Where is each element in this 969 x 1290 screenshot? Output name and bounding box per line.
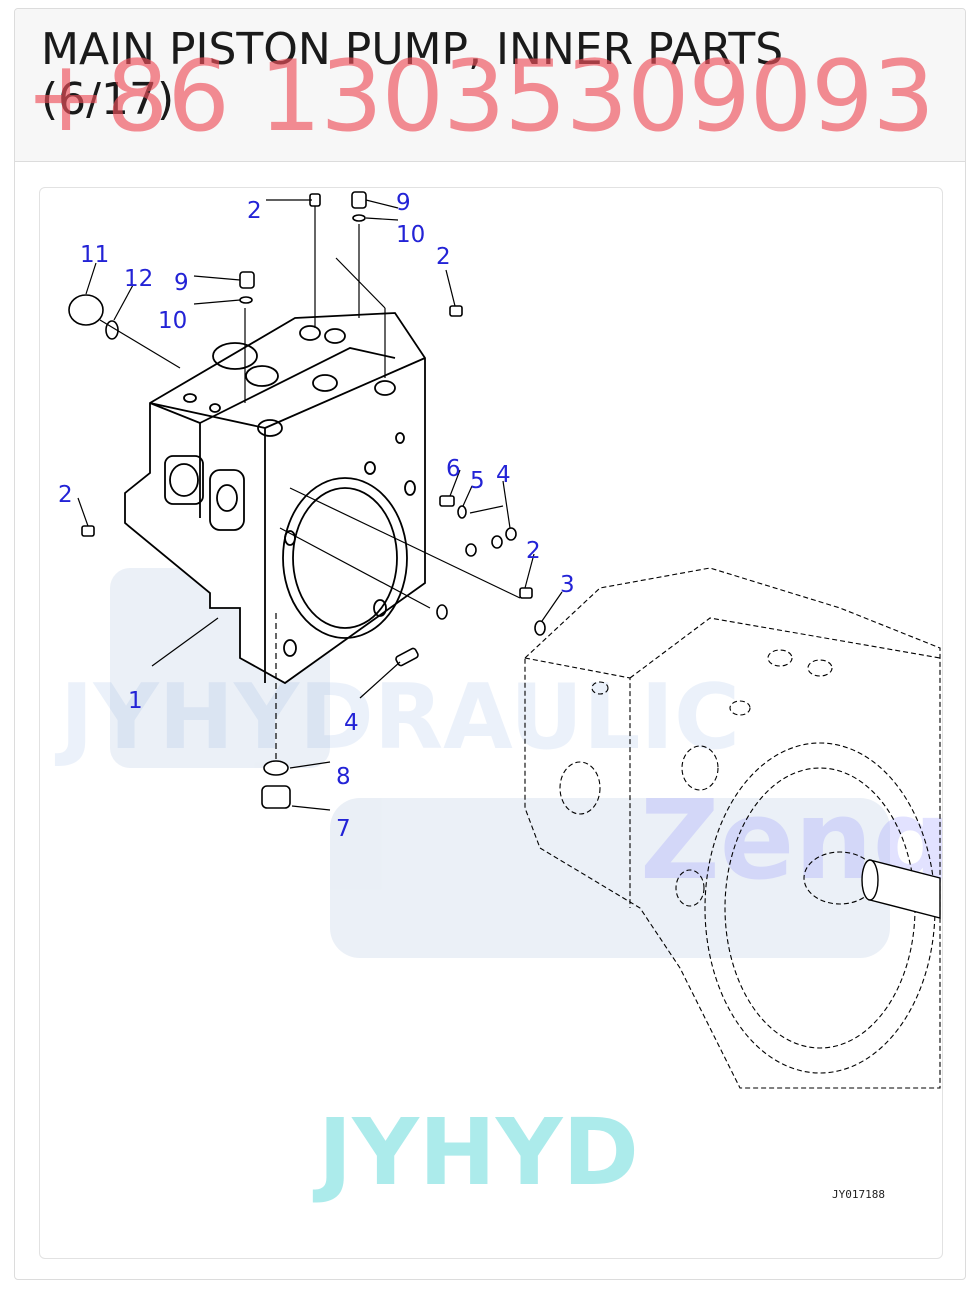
parts-diagram: JYHYDRAULIC Zeng [39,187,943,1259]
callout-3: 3 [560,572,575,598]
callout-10-left: 10 [158,308,187,334]
drive-shaft [861,859,941,919]
callout-2-top: 2 [247,198,262,224]
callout-2-lower: 2 [526,538,541,564]
leader-lines [77,199,563,811]
card-header: MAIN PISTON PUMP, INNER PARTS (6/17) +86… [15,9,965,162]
phone-watermark: +86 13035309093 [25,40,935,154]
callout-5: 5 [470,468,485,494]
callout-1: 1 [128,688,143,714]
callout-4-bottom: 4 [344,710,359,736]
callout-9-top: 9 [396,190,411,216]
callout-2-left: 2 [58,482,73,508]
page-title: MAIN PISTON PUMP, INNER PARTS (6/17) [41,24,784,125]
callout-4-right: 4 [496,462,511,488]
exploded-view-drawing: JYHYDRAULIC Zeng [54,190,942,1206]
pump-housing-exploded [124,312,426,685]
background-brand-watermark: JYHYDRAULIC [54,665,740,770]
callout-7: 7 [336,816,351,842]
callout-12: 12 [124,266,153,292]
exploded-small-parts [68,191,546,809]
callout-8: 8 [336,764,351,790]
drawing-code: JY017188 [832,1188,885,1201]
callout-2-right: 2 [436,244,451,270]
callout-labels: 2 9 10 11 12 9 10 2 6 5 4 2 2 3 1 4 8 7 [58,190,575,842]
callout-6: 6 [446,456,461,482]
callout-9-left: 9 [174,270,189,296]
brand-watermark: JYHYD [312,1099,639,1206]
part-card: MAIN PISTON PUMP, INNER PARTS (6/17) +86… [14,8,966,1280]
callout-10-top: 10 [396,222,425,248]
callout-11: 11 [80,242,109,268]
